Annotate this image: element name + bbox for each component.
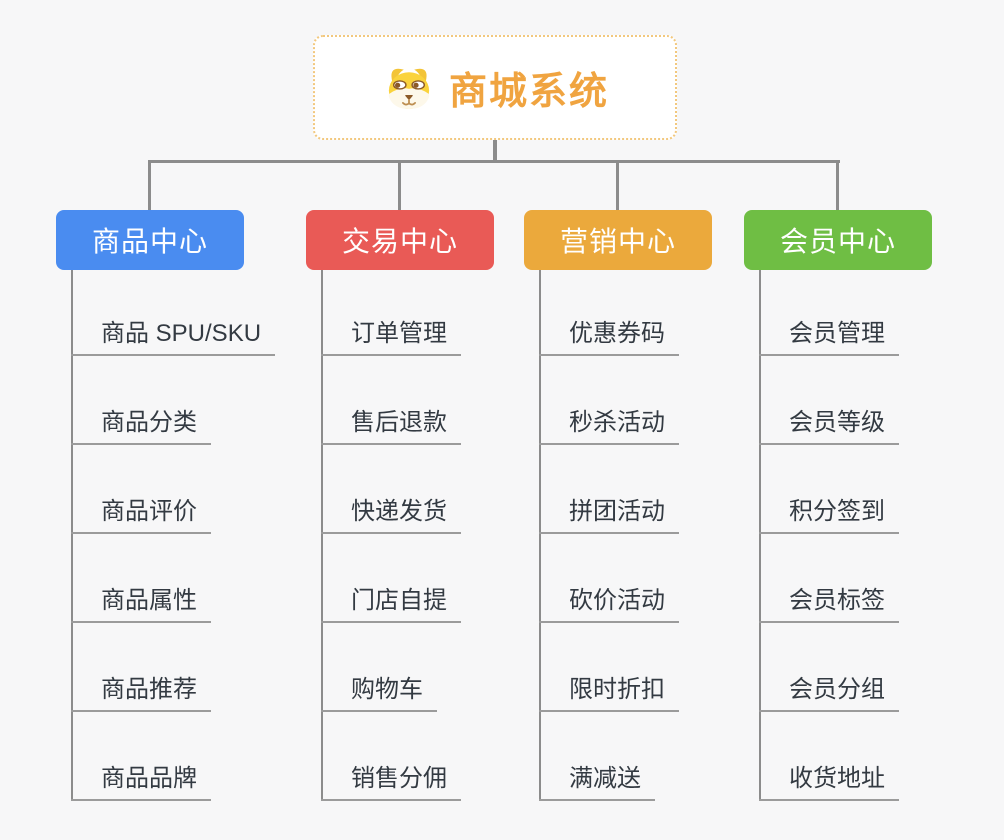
branch-trunk-line bbox=[71, 270, 73, 801]
leaf-topic[interactable]: 积分签到 bbox=[759, 498, 899, 534]
leaf-topic[interactable]: 售后退款 bbox=[321, 409, 461, 445]
leaf-topic[interactable]: 收货地址 bbox=[759, 765, 899, 801]
leaf-topic[interactable]: 秒杀活动 bbox=[539, 409, 679, 445]
leaf-topic[interactable]: 会员标签 bbox=[759, 587, 899, 623]
branch-node[interactable]: 营销中心 bbox=[524, 210, 712, 270]
branch-trunk-line bbox=[539, 270, 541, 801]
leaf-topic[interactable]: 限时折扣 bbox=[539, 676, 679, 712]
leaf-topic[interactable]: 满减送 bbox=[539, 765, 655, 801]
leaf-topic[interactable]: 会员管理 bbox=[759, 320, 899, 356]
leaf-topic[interactable]: 拼团活动 bbox=[539, 498, 679, 534]
leaf-topic[interactable]: 商品推荐 bbox=[71, 676, 211, 712]
shiba-dog-icon bbox=[381, 60, 437, 116]
leaf-topic[interactable]: 商品品牌 bbox=[71, 765, 211, 801]
branch-column-4: 会员中心 会员管理会员等级积分签到会员标签会员分组收货地址 bbox=[744, 162, 932, 810]
root-title: 商城系统 bbox=[448, 71, 609, 113]
leaf-topic[interactable]: 快递发货 bbox=[321, 498, 461, 534]
leaf-topic[interactable]: 门店自提 bbox=[321, 587, 461, 623]
root-connector-line bbox=[493, 140, 497, 163]
branch-node[interactable]: 会员中心 bbox=[744, 210, 932, 270]
branch-column-2: 交易中心 订单管理售后退款快递发货门店自提购物车销售分佣 bbox=[306, 162, 494, 810]
root-node[interactable]: 商城系统 bbox=[313, 35, 677, 140]
branch-label: 营销中心 bbox=[559, 226, 676, 257]
branch-label: 商品中心 bbox=[91, 226, 208, 257]
leaf-topic[interactable]: 优惠券码 bbox=[539, 320, 679, 356]
branch-drop-line bbox=[836, 162, 839, 210]
branch-column-1: 商品中心 商品 SPU/SKU 商品分类商品评价商品属性商品推荐商品品牌 bbox=[56, 162, 276, 810]
branch-label: 交易中心 bbox=[341, 226, 458, 257]
branch-drop-line bbox=[616, 162, 619, 210]
leaf-topic[interactable]: 会员等级 bbox=[759, 409, 899, 445]
leaf-topic[interactable]: 商品评价 bbox=[71, 498, 211, 534]
branch-column-3: 营销中心 优惠券码秒杀活动拼团活动砍价活动限时折扣满减送 bbox=[524, 162, 712, 810]
leaf-topic[interactable]: 会员分组 bbox=[759, 676, 899, 712]
branch-label: 会员中心 bbox=[779, 226, 896, 257]
branch-trunk-line bbox=[321, 270, 323, 801]
branch-node[interactable]: 商品中心 bbox=[56, 210, 244, 270]
leaf-topic[interactable]: 商品 SPU/SKU bbox=[71, 320, 276, 356]
leaf-topic[interactable]: 砍价活动 bbox=[539, 587, 679, 623]
branch-bus-line bbox=[148, 160, 840, 163]
leaf-topic[interactable]: 购物车 bbox=[321, 676, 437, 712]
branch-drop-line bbox=[398, 162, 401, 210]
leaf-topic[interactable]: 销售分佣 bbox=[321, 765, 461, 801]
branch-drop-line bbox=[148, 162, 151, 210]
leaf-topic[interactable]: 商品属性 bbox=[71, 587, 211, 623]
branch-node[interactable]: 交易中心 bbox=[306, 210, 494, 270]
leaf-topic[interactable]: 商品分类 bbox=[71, 409, 211, 445]
branch-trunk-line bbox=[759, 270, 761, 801]
leaf-topic[interactable]: 订单管理 bbox=[321, 320, 461, 356]
